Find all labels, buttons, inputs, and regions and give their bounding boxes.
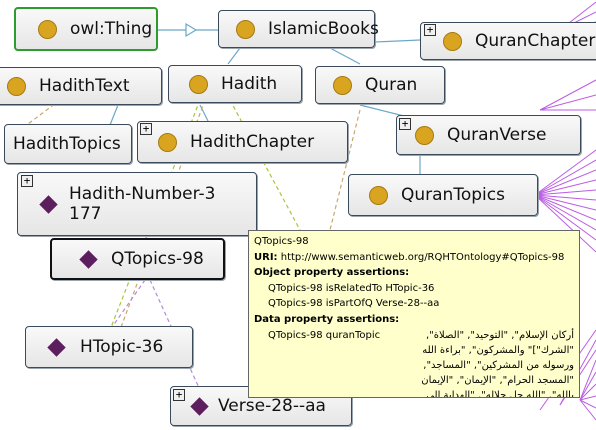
- quran-topics-label: QuranTopics: [401, 185, 505, 205]
- tooltip-uri-value: http://www.semanticweb.org/RQHTOntology#…: [280, 251, 565, 263]
- quran-verse-node[interactable]: QuranVerse: [396, 115, 581, 155]
- hadith-number-label: Hadith-Number-3 177: [69, 184, 216, 224]
- quran-chapter-node[interactable]: QuranChapter: [420, 22, 596, 60]
- islamic-books-node[interactable]: IslamicBooks: [218, 10, 379, 48]
- hadith-topics-node[interactable]: HadithTopics: [4, 124, 132, 164]
- islamic-books-label: IslamicBooks: [268, 19, 379, 39]
- individual-diamond-icon: [190, 396, 209, 416]
- owl-thing-label: owl:Thing: [70, 19, 153, 39]
- tooltip-object-header: Object property assertions:: [254, 267, 410, 279]
- class-circle-icon: [38, 19, 57, 39]
- individual-diamond-icon: [79, 249, 98, 269]
- individual-diamond-icon: [39, 194, 58, 214]
- quran-node[interactable]: Quran: [315, 66, 445, 104]
- hadith-text-node[interactable]: HadithText: [0, 67, 162, 105]
- class-circle-icon: [7, 76, 26, 96]
- tooltip-data-assertion-prefix: QTopics-98 quranTopic: [268, 329, 381, 341]
- expand-icon[interactable]: +: [21, 175, 33, 187]
- qtopics-98-label: QTopics-98: [111, 249, 204, 269]
- hadith-label: Hadith: [221, 74, 278, 94]
- tooltip-data-assertion-text: أركان الإسلام", "التوحيد", "الصلاة", "ال…: [421, 330, 574, 398]
- expand-icon[interactable]: +: [140, 123, 152, 135]
- class-circle-icon: [236, 19, 255, 39]
- quran-label: Quran: [365, 75, 418, 95]
- hadith-text-label: HadithText: [39, 76, 130, 96]
- expand-icon[interactable]: +: [173, 389, 185, 401]
- quran-topics-node[interactable]: QuranTopics: [348, 174, 538, 216]
- tooltip-uri-row: URI: http://www.semanticweb.org/RQHTOnto…: [254, 250, 574, 266]
- qtopics-98-node[interactable]: QTopics-98: [50, 238, 225, 280]
- tooltip-data-header: Data property assertions:: [254, 313, 400, 325]
- htopic-36-node[interactable]: HTopic-36: [25, 326, 193, 368]
- class-circle-icon: [333, 75, 352, 95]
- hadith-number-node[interactable]: Hadith-Number-3 177: [17, 172, 257, 236]
- hadith-chapter-node[interactable]: HadithChapter: [137, 121, 348, 163]
- hadith-topics-label: HadithTopics: [13, 134, 121, 154]
- tooltip-object-assertion: QTopics-98 isPartOfQ Verse-28--aa: [268, 298, 440, 310]
- hadith-node[interactable]: Hadith: [168, 65, 302, 103]
- class-circle-icon: [189, 74, 208, 94]
- class-circle-icon: [158, 132, 177, 152]
- class-circle-icon: [443, 31, 462, 51]
- quran-chapter-label: QuranChapter: [475, 31, 596, 51]
- tooltip-object-assertion: QTopics-98 isRelatedTo HTopic-36: [268, 282, 435, 294]
- hadith-chapter-label: HadithChapter: [190, 132, 315, 152]
- expand-icon[interactable]: +: [424, 24, 436, 36]
- individual-diamond-icon: [47, 337, 66, 357]
- entity-tooltip: QTopics-98 URI: http://www.semanticweb.o…: [248, 230, 580, 398]
- owl-thing-node[interactable]: owl:Thing: [14, 7, 158, 51]
- tooltip-uri-label: URI:: [254, 251, 278, 263]
- class-circle-icon: [369, 185, 388, 205]
- verse-28-label: Verse-28--aa: [218, 396, 326, 416]
- quran-verse-label: QuranVerse: [447, 125, 547, 145]
- expand-icon[interactable]: +: [399, 118, 411, 130]
- tooltip-title: QTopics-98: [254, 236, 309, 247]
- class-circle-icon: [415, 125, 434, 145]
- htopic-36-label: HTopic-36: [80, 337, 164, 357]
